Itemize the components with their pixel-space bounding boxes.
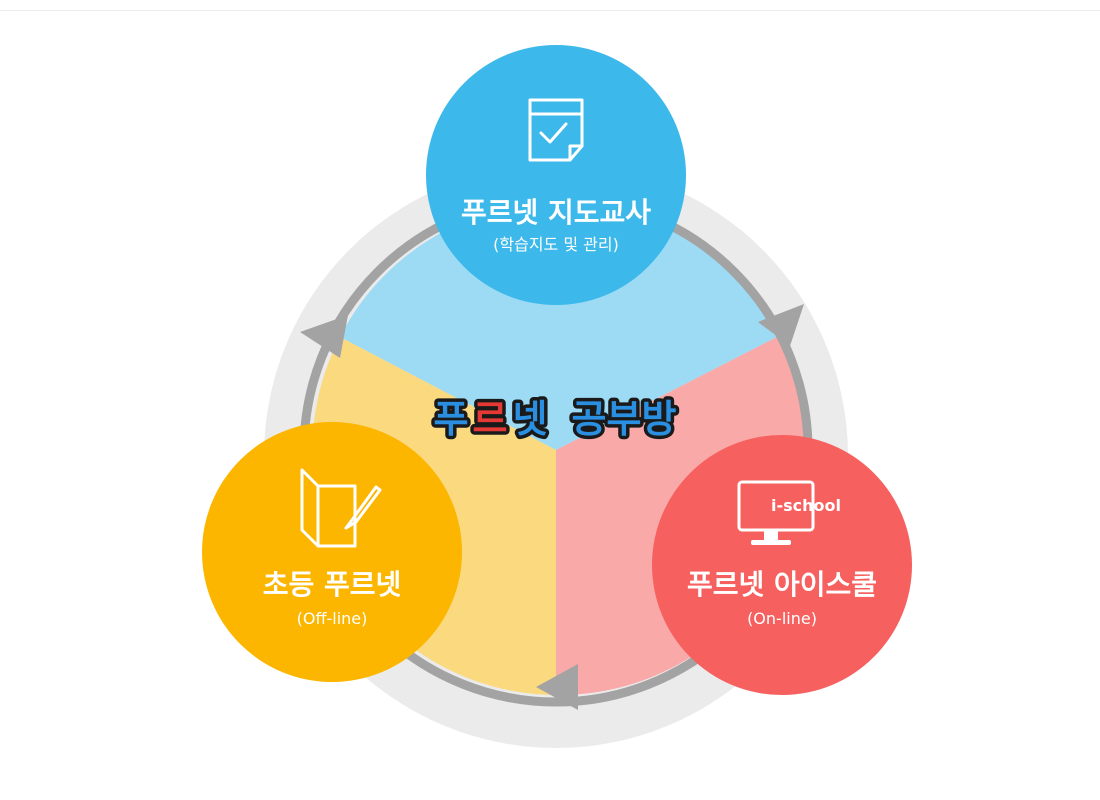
checklist-note-icon	[528, 98, 584, 162]
center-logo: 푸 르 넷 공부방	[430, 394, 680, 445]
logo-char-reu: 르	[473, 397, 508, 441]
ring-arrow-bottom	[536, 664, 578, 710]
node-teacher-subtitle: (학습지도 및 관리)	[493, 235, 619, 254]
node-ischool: i-school 푸르넷 아이스쿨 (On-line)	[652, 435, 912, 695]
node-teacher: 푸르넷 지도교사 (학습지도 및 관리)	[426, 45, 686, 305]
notebook-pen-icon	[300, 468, 382, 548]
node-elementary-circle	[202, 422, 462, 682]
node-elementary: 초등 푸르넷 (Off-line)	[202, 422, 462, 682]
node-teacher-circle	[426, 45, 686, 305]
ring-arrow-right	[758, 304, 804, 346]
node-ischool-title: 푸르넷 아이스쿨	[687, 568, 877, 601]
logo-char-net: 넷	[513, 397, 548, 441]
node-elementary-title: 초등 푸르넷	[263, 568, 402, 601]
top-divider	[0, 10, 1100, 11]
node-ischool-subtitle: (On-line)	[747, 609, 817, 628]
logo-char-pu: 푸	[434, 397, 469, 441]
logo-suffix: 공부방	[572, 397, 677, 441]
monitor-label: i-school	[771, 496, 841, 515]
ring-arrow-left	[300, 315, 348, 358]
node-teacher-title: 푸르넷 지도교사	[461, 196, 651, 229]
monitor-icon: i-school	[737, 480, 841, 545]
node-elementary-subtitle: (Off-line)	[297, 609, 368, 628]
node-ischool-circle	[652, 435, 912, 695]
segment-teacher	[340, 202, 777, 450]
